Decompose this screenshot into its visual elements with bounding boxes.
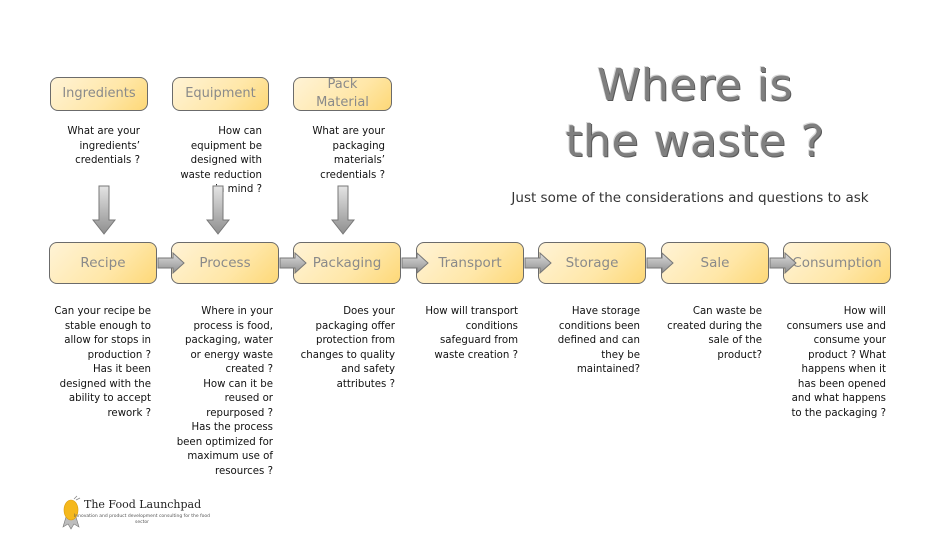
down-arrow-icon bbox=[331, 185, 355, 235]
title-line-2: the waste ? bbox=[565, 116, 825, 167]
down-arrow-icon bbox=[92, 185, 116, 235]
flow-label: Transport bbox=[438, 254, 502, 271]
right-arrow-icon bbox=[279, 252, 307, 274]
flow-step-packaging: Packaging bbox=[293, 242, 401, 284]
input-label: Equipment bbox=[185, 85, 256, 101]
flow-step-process: Process bbox=[171, 242, 279, 284]
flow-step-consumption: Consumption bbox=[783, 242, 891, 284]
logo-title: The Food Launchpad bbox=[84, 498, 202, 511]
right-arrow-icon bbox=[401, 252, 429, 274]
flow-step-recipe: Recipe bbox=[49, 242, 157, 284]
logo: The Food Launchpad Innovation and produc… bbox=[56, 495, 216, 531]
right-arrow-icon bbox=[646, 252, 674, 274]
flow-step-storage: Storage bbox=[538, 242, 646, 284]
flow-label: Storage bbox=[565, 254, 619, 271]
page-title: Where is the waste ? bbox=[530, 58, 860, 170]
flow-label: Consumption bbox=[792, 254, 882, 271]
input-label: Ingredients bbox=[62, 85, 136, 101]
right-arrow-icon bbox=[769, 252, 797, 274]
flow-question-process: Where in your process is food, packaging… bbox=[176, 306, 273, 477]
flow-label: Process bbox=[199, 254, 251, 271]
lemon-rocket-icon bbox=[62, 495, 81, 530]
flow-question-transport: How will transport conditions safeguard … bbox=[425, 306, 518, 361]
flow-label: Sale bbox=[700, 254, 730, 271]
flow-question-packaging: Does your packaging offer protection fro… bbox=[300, 306, 395, 390]
flow-question-recipe: Can your recipe be stable enough to allo… bbox=[54, 306, 151, 419]
flow-label: Recipe bbox=[80, 254, 126, 271]
right-arrow-icon bbox=[524, 252, 552, 274]
input-label: Pack Material bbox=[316, 77, 369, 110]
input-question-equipment: How can equipment be designed with waste… bbox=[180, 126, 262, 195]
flow-step-sale: Sale bbox=[661, 242, 769, 284]
input-question-pack-material: What are your packaging materials’ crede… bbox=[312, 126, 385, 181]
input-question-ingredients: What are your ingredients’ credentials ? bbox=[67, 126, 140, 166]
right-arrow-icon bbox=[157, 252, 185, 274]
down-arrow-icon bbox=[206, 185, 230, 235]
flow-question-sale: Can waste be created during the sale of … bbox=[667, 306, 762, 361]
flow-question-storage: Have storage conditions been defined and… bbox=[557, 306, 640, 375]
logo-tagline: Innovation and product development consu… bbox=[73, 514, 211, 525]
subtitle: Just some of the considerations and ques… bbox=[511, 190, 869, 206]
input-box-pack-material: Pack Material bbox=[293, 77, 392, 111]
flow-label: Packaging bbox=[312, 254, 382, 271]
flow-question-consumption: How will consumers use and consume your … bbox=[786, 306, 886, 419]
flow-step-transport: Transport bbox=[416, 242, 524, 284]
input-box-ingredients: Ingredients bbox=[50, 77, 148, 111]
input-box-equipment: Equipment bbox=[172, 77, 269, 111]
title-line-1: Where is bbox=[597, 60, 793, 111]
